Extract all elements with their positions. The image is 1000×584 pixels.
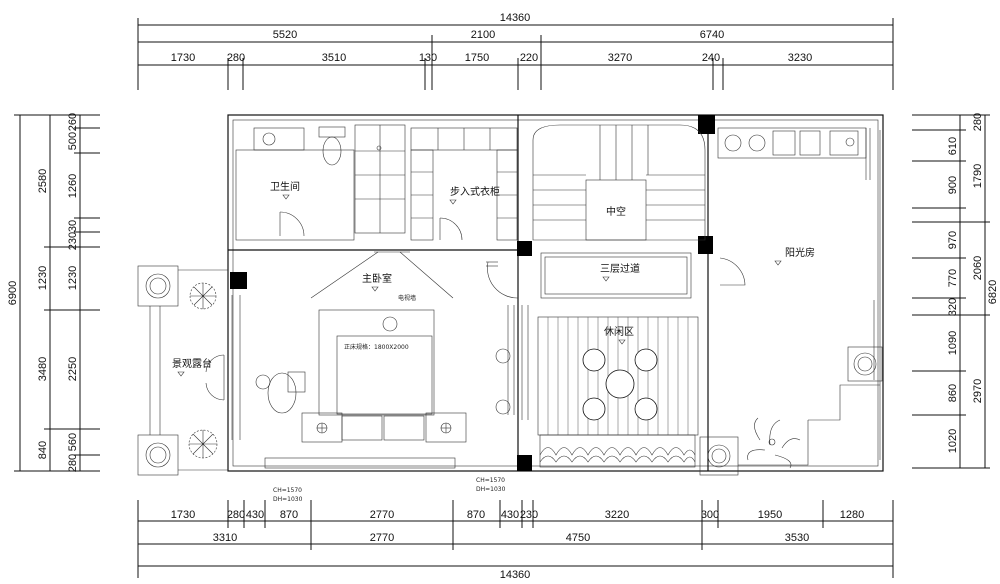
lounge-label: 休闲区	[604, 325, 634, 338]
bottom-detail-dim-4: 870	[280, 509, 298, 521]
right-mid-dim-4: 2970	[972, 379, 984, 403]
walk-in-closet	[410, 127, 518, 241]
left-detail-dim-5: 230	[67, 232, 79, 250]
landscape-terrace	[137, 265, 228, 476]
top-detail-dim-3: 3510	[322, 52, 346, 64]
bottom-detail-dim-3: 430	[246, 509, 264, 521]
left-detail-dim-3: 1260	[67, 174, 79, 198]
top-mid-dim-3: 6740	[700, 29, 724, 41]
right-detail-dim-8: 1020	[947, 429, 959, 453]
right-detail-dim-7: 860	[947, 384, 959, 402]
bottom-total-dim: 14360	[500, 569, 531, 581]
top-mid-dim-2: 2100	[471, 29, 495, 41]
bottom-mid-dim-2: 2770	[370, 532, 394, 544]
left-total-dim: 6900	[7, 281, 19, 305]
third-floor-corridor	[486, 252, 746, 299]
left-detail-dim-6: 1230	[67, 266, 79, 290]
corridor-label: 三层过道	[600, 262, 640, 275]
right-detail-dim-6: 1090	[947, 331, 959, 355]
ch-note-left: CH=1570	[273, 487, 302, 494]
ch-note-mid: CH=1570	[476, 477, 505, 484]
bottom-detail-dim-10: 300	[701, 509, 719, 521]
right-total-dim: 6820	[987, 280, 999, 304]
bottom-detail-dim-7: 430	[501, 509, 519, 521]
sunroom-label: 阳光房	[785, 246, 815, 259]
bottom-detail-dim-11: 1950	[758, 509, 782, 521]
level-marker-icons	[177, 194, 782, 377]
bed-spec-label: 正床规格：1800X2000	[344, 343, 409, 351]
bottom-mid-dim-3: 4750	[566, 532, 590, 544]
bathroom	[235, 124, 406, 241]
tv-wall-label: 电视墙	[398, 294, 416, 302]
top-detail-dim-9: 3230	[788, 52, 812, 64]
left-mid-dim-4: 840	[37, 441, 49, 459]
bottom-detail-dim-1: 1730	[171, 509, 195, 521]
right-detail-dim-2: 900	[947, 176, 959, 194]
left-detail-dim-9: 280	[67, 454, 79, 472]
shrub-icon	[539, 447, 696, 463]
dh-note-mid: DH=1030	[476, 486, 506, 493]
left-mid-dim-2: 1230	[37, 266, 49, 290]
bottom-mid-dim-4: 3530	[785, 532, 809, 544]
right-mid-dim-3: 2060	[972, 256, 984, 280]
right-dimension-lines	[912, 114, 990, 469]
exterior-walls	[227, 114, 884, 472]
dh-note-left: DH=1030	[273, 496, 303, 503]
left-detail-dim-8: 560	[67, 433, 79, 451]
top-detail-dim-4: 130	[419, 52, 437, 64]
bottom-mid-dim-1: 3310	[213, 532, 237, 544]
master-bedroom	[231, 251, 515, 469]
left-mid-dim-1: 2580	[37, 169, 49, 193]
plant-icon	[188, 429, 218, 459]
top-dimension-lines	[137, 18, 894, 90]
bottom-dimension-lines	[137, 500, 894, 578]
bottom-detail-dim-12: 1280	[840, 509, 864, 521]
bottom-detail-dim-8: 230	[520, 509, 538, 521]
top-detail-dim-1: 1730	[171, 52, 195, 64]
top-detail-dim-8: 240	[702, 52, 720, 64]
sunroom	[699, 127, 883, 476]
left-detail-dim-1: 260	[67, 113, 79, 131]
top-detail-dim-7: 3270	[608, 52, 632, 64]
bottom-detail-dim-6: 870	[467, 509, 485, 521]
left-detail-dim-2: 500	[67, 132, 79, 150]
right-detail-dim-3: 970	[947, 231, 959, 249]
left-detail-dim-7: 2250	[67, 357, 79, 381]
right-detail-dim-1: 610	[947, 137, 959, 155]
structural-columns	[230, 115, 715, 471]
walkin-closet-label: 步入式衣柜	[450, 185, 500, 198]
right-detail-dim-4: 770	[947, 269, 959, 287]
right-mid-dim-1: 280	[972, 113, 984, 131]
lounge-area	[521, 305, 699, 468]
plant-icon	[189, 282, 217, 310]
top-detail-dim-2: 280	[227, 52, 245, 64]
stair-atrium	[532, 124, 706, 241]
top-detail-dim-5: 1750	[465, 52, 489, 64]
atrium-label: 中空	[606, 205, 626, 218]
terrace-label: 景观露台	[172, 357, 212, 370]
bottom-detail-dim-9: 3220	[605, 509, 629, 521]
right-detail-dim-5: 320	[947, 298, 959, 316]
bottom-detail-dim-5: 2770	[370, 509, 394, 521]
left-dimension-lines	[14, 114, 100, 472]
bathroom-label: 卫生间	[270, 180, 300, 193]
top-detail-dim-6: 220	[520, 52, 538, 64]
top-total-dim: 14360	[500, 12, 531, 24]
top-mid-dim-1: 5520	[273, 29, 297, 41]
plant-icon	[747, 417, 801, 469]
left-mid-dim-3: 3480	[37, 357, 49, 381]
right-mid-dim-2: 1790	[972, 164, 984, 188]
bottom-detail-dim-2: 280	[227, 509, 245, 521]
left-detail-dim-4: 30	[67, 220, 79, 232]
master-bedroom-label: 主卧室	[362, 272, 392, 285]
